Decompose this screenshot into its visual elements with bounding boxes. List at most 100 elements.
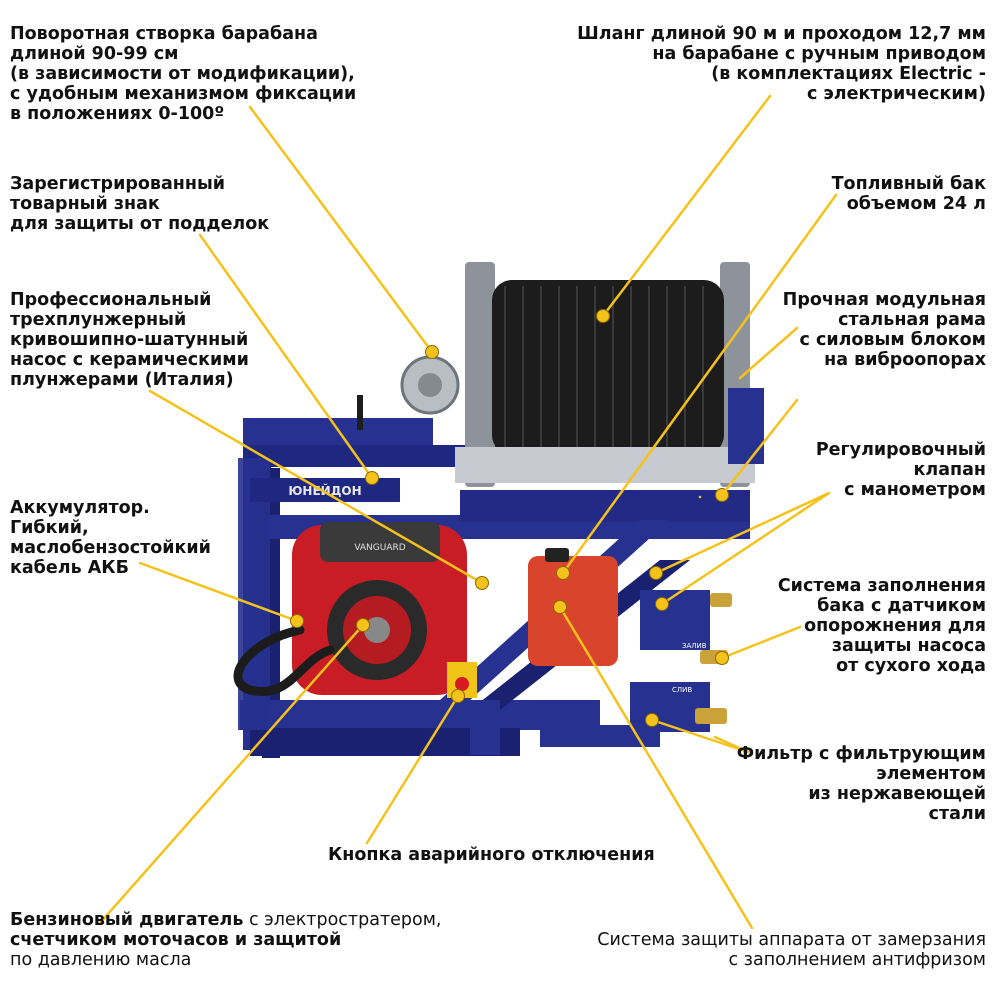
label-line: стальная рама — [838, 310, 986, 330]
leader-line — [365, 694, 460, 845]
label-line: из нержавеющей — [808, 784, 986, 804]
leader-dot — [596, 309, 610, 323]
pump-block — [640, 590, 710, 650]
leader-line — [248, 105, 434, 354]
label-drum-gate: Поворотная створка барабана длиной 90-99… — [10, 24, 356, 124]
label-line: по давлению масла — [10, 950, 192, 970]
label-line: объемом 24 л — [846, 194, 986, 214]
leader-dot — [715, 651, 729, 665]
label-line: на барабане с ручным приводом — [652, 44, 986, 64]
label-line: насос с керамическими — [10, 350, 249, 370]
leader-dot — [356, 618, 370, 632]
label-line: защиты насоса — [831, 636, 986, 656]
control-box — [728, 388, 764, 464]
leader-dot — [425, 345, 439, 359]
label-line: счетчиком моточасов и защитой — [10, 930, 342, 950]
label-fuel-tank: Топливный бак объемом 24 л — [832, 174, 986, 214]
leader-line — [660, 491, 831, 606]
label-line: Фильтр с фильтрующим — [736, 744, 986, 764]
brass-fitting — [695, 708, 727, 724]
label-filter: Фильтр с фильтрующим элементом из нержав… — [737, 744, 986, 824]
label-line: Топливный бак — [831, 174, 986, 194]
label-line: маслобензостойкий — [10, 538, 211, 558]
label-line: с манометром — [844, 480, 986, 500]
label-pump: Профессиональный трехплунжерный кривошип… — [10, 290, 249, 390]
leader-line — [138, 561, 299, 623]
battery-cable — [233, 625, 335, 697]
leader-line — [713, 735, 750, 754]
fuel-tank-cap — [545, 548, 569, 562]
leader-line — [98, 623, 365, 925]
reel-hub — [418, 373, 442, 397]
leader-dot — [365, 471, 379, 485]
leader-dot — [290, 614, 304, 628]
leader-line — [720, 398, 799, 497]
leader-dot — [645, 713, 659, 727]
engine-flywheel — [364, 617, 390, 643]
engine-top — [320, 522, 440, 562]
label-line: Зарегистрированный — [10, 174, 226, 194]
label-hose: Шланг длиной 90 м и проходом 12,7 мм на … — [577, 24, 986, 104]
label-line-normal: с электростратером, — [243, 910, 442, 930]
brass-fitting — [710, 593, 732, 607]
label-line: Система заполнения — [777, 576, 986, 596]
label-line: Поворотная створка барабана — [10, 24, 318, 44]
label-line: Регулировочный — [815, 440, 986, 460]
leader-line — [601, 94, 772, 318]
leader-lines — [98, 94, 838, 930]
leader-dot — [649, 566, 663, 580]
label-line: на виброопорах — [824, 350, 986, 370]
hose-wraps — [504, 286, 704, 450]
label-line: в положениях 0-100º — [10, 104, 225, 124]
label-valve: Регулировочный клапан с манометром — [816, 440, 986, 500]
label-line: бака с датчиком — [817, 596, 986, 616]
reel-base-plate — [455, 447, 755, 483]
label-frame: Прочная модульная стальная рама с силовы… — [783, 290, 986, 370]
label-engine: Бензиновый двигатель с электростратером,… — [10, 910, 442, 970]
port-label: ЗАЛИВ — [682, 642, 707, 650]
engine-brand: VANGUARD — [354, 543, 405, 553]
label-battery: Аккумулятор. Гибкий, маслобензостойкий к… — [10, 498, 211, 578]
leader-dots — [290, 309, 729, 727]
frame-deck-beam — [460, 490, 750, 522]
leader-dot — [553, 600, 567, 614]
label-line: длиной 90-99 см — [10, 44, 179, 64]
label-line: с электрическим) — [806, 84, 986, 104]
label-line: Профессиональный — [10, 290, 212, 310]
label-line: трехплунжерный — [10, 310, 187, 330]
label-line: Шланг длиной 90 м и проходом 12,7 мм — [577, 24, 986, 44]
port-label: СЛИВ — [672, 686, 692, 694]
leader-dot — [655, 597, 669, 611]
leader-line — [561, 193, 838, 575]
label-line: с силовым блоком — [799, 330, 986, 350]
label-line: Бензиновый двигатель с электростратером, — [10, 910, 442, 930]
label-emergency: Кнопка аварийного отключения — [328, 845, 655, 865]
label-tank-fill: Система заполнения бака с датчиком опоро… — [778, 576, 986, 676]
leader-line — [720, 625, 802, 660]
label-line: Система защиты аппарата от замерзания — [597, 930, 986, 950]
label-line: кабель АКБ — [10, 558, 129, 578]
label-antifreeze: Система защиты аппарата от замерзания с … — [597, 930, 986, 970]
label-line: товарный знак — [10, 194, 160, 214]
leader-dot — [451, 689, 465, 703]
frame-top-beam — [243, 445, 503, 467]
frame-top-beam — [243, 418, 433, 448]
label-line: с заполнением антифризом — [728, 950, 987, 970]
label-line: с удобным механизмом фиксации — [10, 84, 357, 104]
reel-flange — [465, 262, 495, 487]
label-line: (в комплектациях Electric - — [711, 64, 986, 84]
leader-line — [198, 233, 374, 480]
label-trademark: Зарегистрированный товарный знак для защ… — [10, 174, 269, 234]
emergency-button — [455, 677, 469, 691]
label-line: Аккумулятор. — [10, 498, 150, 518]
leader-line — [738, 326, 799, 380]
label-line: Гибкий, — [10, 518, 89, 538]
label-line: от сухого хода — [836, 656, 986, 676]
label-line: для защиты от подделок — [10, 214, 270, 234]
pump-block — [630, 682, 710, 732]
machine: VANGUARD ЗАЛИВ СЛИВ ЮНЕЙДОН — [233, 262, 764, 758]
label-line: стали — [928, 804, 986, 824]
leader-dot — [556, 566, 570, 580]
